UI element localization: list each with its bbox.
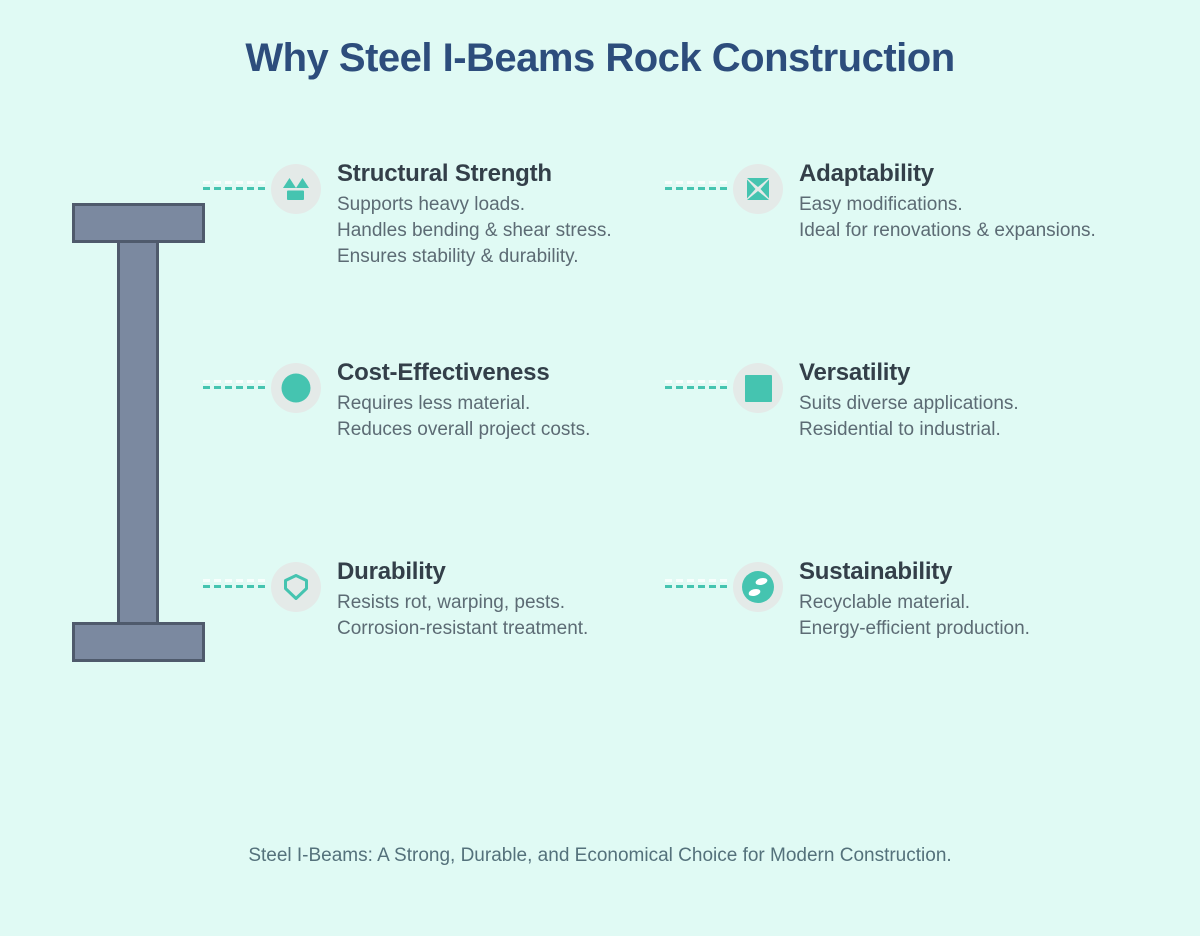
feature-line: Recyclable material.: [799, 592, 971, 613]
feature-cost-effectiveness: Cost-Effectiveness Requires less materia…: [203, 359, 673, 493]
feature-line: Easy modifications.: [799, 194, 963, 215]
icon-circle: [733, 363, 783, 413]
icon-circle: [733, 164, 783, 214]
icon-circle: [271, 164, 321, 214]
connector-dash: [203, 585, 269, 588]
connector-highlight-dash: [203, 579, 269, 582]
icon-circle: [271, 562, 321, 612]
page-title: Why Steel I-Beams Rock Construction: [245, 36, 955, 80]
connector-dash: [665, 585, 731, 588]
feature-sustainability: Sustainability Recyclable material. Ener…: [665, 558, 1135, 692]
feature-title: Cost-Effectiveness: [337, 359, 550, 386]
feature-text: Adaptability Easy modifications. Ideal f…: [799, 160, 1096, 244]
feature-line: Resists rot, warping, pests.: [337, 592, 566, 613]
filled-circle-icon: [281, 373, 311, 403]
feature-title: Versatility: [799, 359, 911, 386]
feature-line: Suits diverse applications.: [799, 393, 1019, 414]
connector-highlight-dash: [665, 380, 731, 383]
feature-text: Cost-Effectiveness Requires less materia…: [337, 359, 590, 443]
i-beam-illustration: [72, 203, 205, 662]
feature-title: Structural Strength: [337, 160, 552, 187]
feature-line: Corrosion-resistant treatment.: [337, 618, 589, 639]
stacked-blocks-icon: [283, 178, 309, 200]
filled-square-icon: [744, 374, 772, 402]
connector-highlight-dash: [665, 579, 731, 582]
connector-highlight-dash: [203, 181, 269, 184]
shield-icon: [284, 574, 308, 600]
feature-line: Residential to industrial.: [799, 419, 1001, 440]
feature-line: Energy-efficient production.: [799, 618, 1030, 639]
feature-line: Requires less material.: [337, 393, 531, 414]
feature-text: Structural Strength Supports heavy loads…: [337, 160, 612, 270]
icon-circle: [733, 562, 783, 612]
feature-text: Versatility Suits diverse applications. …: [799, 359, 1019, 443]
connector-dash: [665, 386, 731, 389]
footer-caption: Steel I-Beams: A Strong, Durable, and Ec…: [248, 845, 952, 866]
feature-text: Durability Resists rot, warping, pests. …: [337, 558, 588, 642]
feature-title: Adaptability: [799, 160, 934, 187]
feature-adaptability: Adaptability Easy modifications. Ideal f…: [665, 160, 1135, 294]
connector-dash: [203, 187, 269, 190]
connector-highlight-dash: [203, 380, 269, 383]
connector-dash: [203, 386, 269, 389]
feature-structural-strength: Structural Strength Supports heavy loads…: [203, 160, 673, 294]
feature-line: Ensures stability & durability.: [337, 246, 579, 267]
feature-line: Reduces overall project costs.: [337, 419, 591, 440]
feature-title: Durability: [337, 558, 446, 585]
feature-line: Ideal for renovations & expansions.: [799, 220, 1096, 241]
feature-line: Supports heavy loads.: [337, 194, 526, 215]
connector-dash: [665, 187, 731, 190]
feature-text: Sustainability Recyclable material. Ener…: [799, 558, 1030, 642]
recycle-leaves-icon: [742, 571, 774, 603]
connector-highlight-dash: [665, 181, 731, 184]
feature-line: Handles bending & shear stress.: [337, 220, 612, 241]
feature-title: Sustainability: [799, 558, 953, 585]
icon-circle: [271, 363, 321, 413]
feature-durability: Durability Resists rot, warping, pests. …: [203, 558, 673, 692]
feature-versatility: Versatility Suits diverse applications. …: [665, 359, 1135, 493]
compress-arrows-icon: [747, 178, 769, 200]
